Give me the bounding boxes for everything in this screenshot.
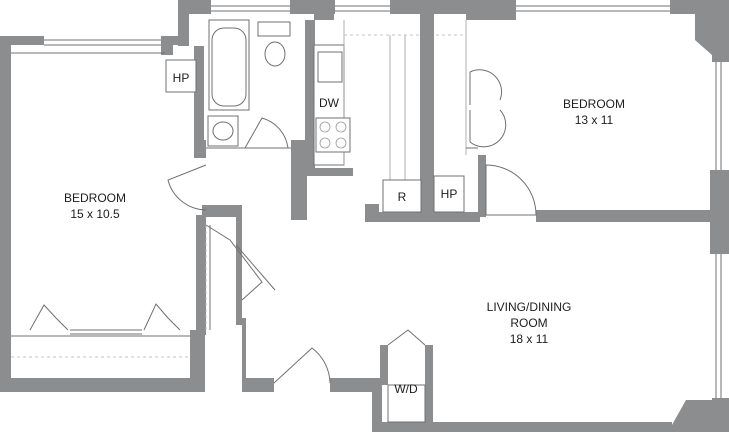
bedroom-right-name: BEDROOM: [563, 97, 625, 111]
living-name-line1: LIVING/DINING: [487, 300, 572, 314]
bedroom-right-size: 13 x 11: [575, 113, 614, 127]
living-size: 18 x 11: [510, 332, 549, 346]
refrigerator-label: R: [398, 190, 407, 204]
living-name-line2: ROOM: [510, 316, 547, 330]
hp-left-label: HP: [173, 71, 190, 85]
room-labels: BEDROOM 15 x 10.5 BEDROOM 13 x 11 LIVING…: [64, 97, 625, 346]
interior-lines: [11, 5, 722, 423]
bedroom-left-size: 15 x 10.5: [70, 207, 120, 221]
bedroom-left-name: BEDROOM: [64, 191, 126, 205]
fixture-labels: HP HP DW R W/D: [173, 71, 458, 396]
washer-dryer-label: W/D: [394, 382, 418, 396]
hp-right-label: HP: [441, 187, 458, 201]
dishwasher-label: DW: [319, 96, 340, 110]
